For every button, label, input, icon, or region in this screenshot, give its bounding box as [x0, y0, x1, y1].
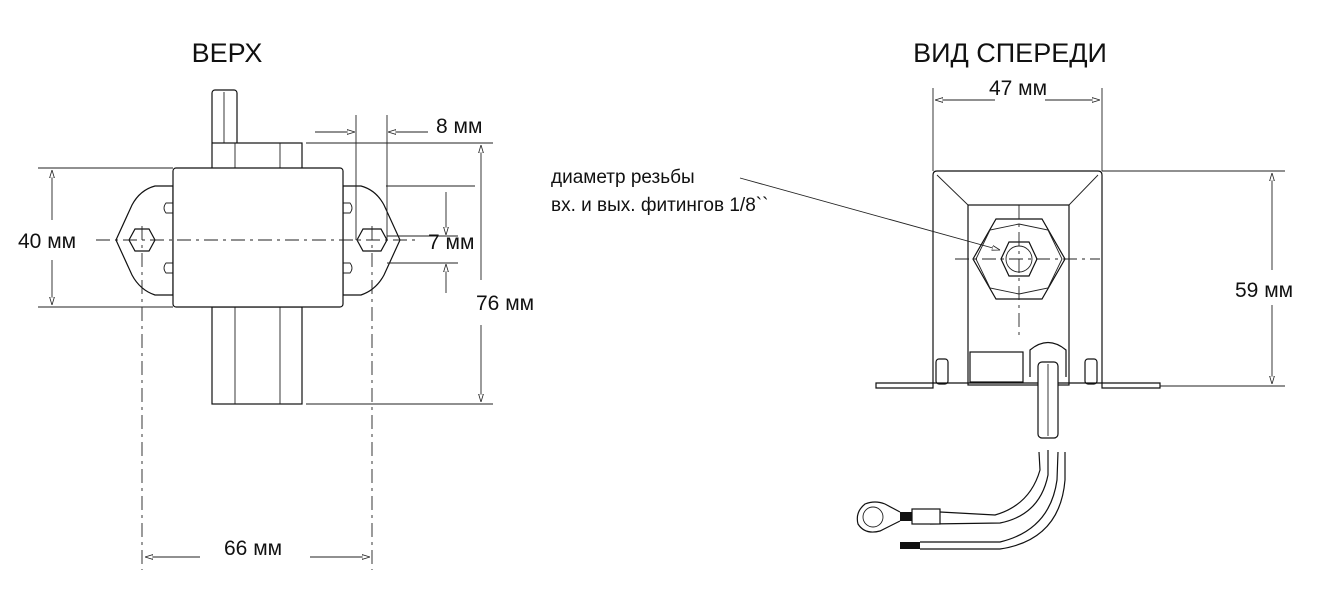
dimension-47mm: 47 мм [932, 77, 1103, 171]
top-view-drawing: ВЕРХ [18, 38, 534, 570]
valve-body [172, 167, 344, 308]
svg-text:47 мм: 47 мм [989, 77, 1047, 100]
front-view-drawing: ВИД СПЕРЕДИ 47 мм [551, 38, 1293, 550]
svg-text:66 мм: 66 мм [224, 537, 282, 560]
svg-text:40 мм: 40 мм [18, 230, 76, 253]
right-flange [342, 185, 401, 296]
top-hex-nut [211, 142, 303, 170]
svg-text:76 мм: 76 мм [476, 292, 534, 315]
dimension-76mm: 76 мм [306, 142, 534, 405]
top-view-title: ВЕРХ [192, 38, 263, 68]
dimension-59mm: 59 мм [1102, 170, 1293, 387]
svg-text:7 мм: 7 мм [428, 231, 474, 254]
dimension-66mm: 66 мм [145, 537, 370, 560]
mounting-bracket [875, 170, 1161, 389]
dimension-8mm: 8 мм [315, 115, 482, 240]
bottom-fitting [211, 306, 303, 405]
dimension-40mm: 40 мм [18, 167, 173, 308]
svg-text:8 мм: 8 мм [436, 115, 482, 138]
inlet-outlet-fitting [955, 205, 1100, 335]
front-view-title: ВИД СПЕРЕДИ [913, 38, 1107, 68]
svg-text:диаметр резьбы: диаметр резьбы [551, 167, 695, 188]
left-flange [115, 185, 174, 296]
dimension-7mm: 7 мм [386, 185, 475, 293]
ring-terminal-icon [856, 501, 901, 533]
top-wire-pipe [211, 89, 238, 146]
power-cable [856, 361, 1066, 550]
svg-text:59 мм: 59 мм [1235, 279, 1293, 302]
thread-diameter-note: диаметр резьбы вх. и вых. фитингов 1/8`` [551, 167, 1000, 250]
svg-text:вх. и вых. фитингов 1/8``: вх. и вых. фитингов 1/8`` [551, 195, 768, 216]
